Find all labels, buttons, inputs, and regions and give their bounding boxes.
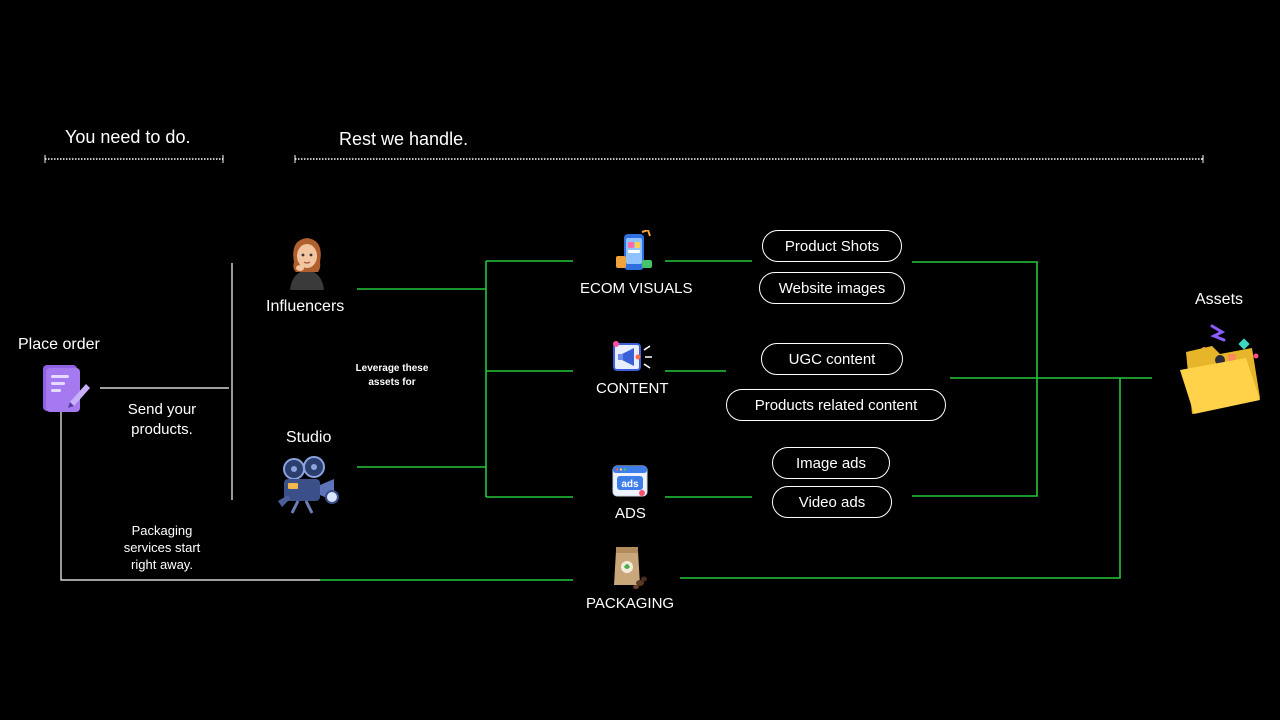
video-ads-pill: Video ads — [772, 486, 892, 518]
product-shots-pill: Product Shots — [762, 230, 902, 262]
content-label: CONTENT — [596, 380, 669, 397]
assets-label: Assets — [1195, 291, 1244, 308]
order-form-icon — [40, 362, 92, 419]
image-ads-pill: Image ads — [772, 447, 890, 479]
influencer-avatar-icon — [284, 234, 330, 295]
header-right-title: Rest we handle. — [339, 129, 469, 149]
movie-camera-icon — [274, 455, 340, 520]
header-left-title: You need to do. — [65, 127, 191, 147]
send-products-label: Send your products. — [127, 401, 197, 438]
svg-text:ads: ads — [621, 479, 639, 490]
assets-folder-icon — [1176, 322, 1266, 423]
influencers-label: Influencers — [266, 298, 345, 315]
packaging-note: Packaging services start right away. — [123, 523, 201, 572]
packaging-bag-icon — [612, 545, 648, 594]
ugc-content-pill: UGC content — [761, 343, 903, 375]
packaging-label: PACKAGING — [586, 595, 675, 612]
ecom-visuals-label: ECOM VISUALS — [580, 280, 693, 297]
ads-label: ADS — [615, 505, 646, 522]
ads-browser-icon: ads — [612, 465, 648, 504]
studio-label: Studio — [286, 429, 332, 446]
ecom-phone-icon — [612, 228, 656, 279]
products-related-content-pill: Products related content — [726, 389, 946, 421]
megaphone-icon — [612, 340, 656, 381]
leverage-note: Leverage these assets for — [355, 363, 429, 388]
website-images-pill: Website images — [759, 272, 905, 304]
place-order-label: Place order — [18, 336, 100, 353]
